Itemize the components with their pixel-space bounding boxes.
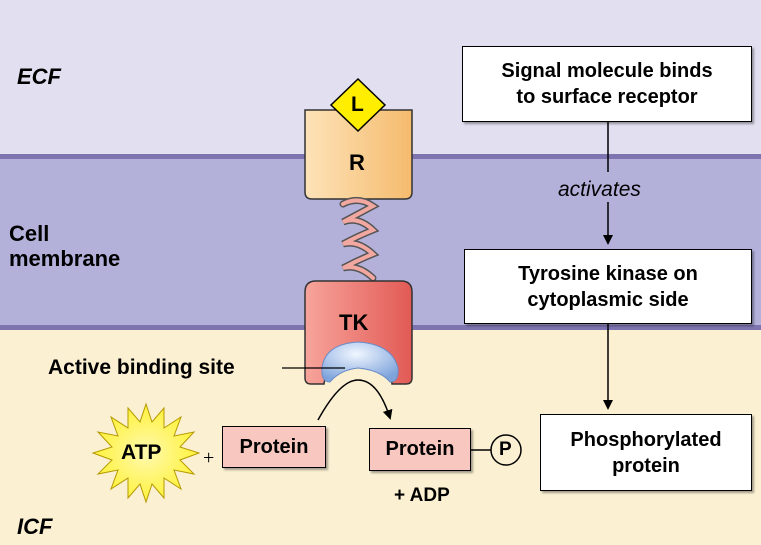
phosphate-circle xyxy=(490,434,522,466)
receptor-label: R xyxy=(349,150,365,175)
plus-sign: + xyxy=(203,447,215,469)
icf-label: ICF xyxy=(17,514,53,539)
protein-substrate-box: Protein xyxy=(222,426,326,468)
active-binding-site xyxy=(321,341,399,383)
membrane-label: Cell membrane xyxy=(9,221,120,272)
flow-box-signal-line1: Signal molecule binds xyxy=(501,60,713,82)
flow-box-phospho-line1: Phosphorylated xyxy=(570,428,722,451)
flow-box-phosphorylated-protein: Phosphorylated protein xyxy=(540,414,752,491)
adp-label: + ADP xyxy=(394,485,450,506)
protein-product-box: Protein xyxy=(369,428,471,471)
reaction-arrow xyxy=(317,379,393,421)
receptor-shape xyxy=(304,109,413,200)
atp-starburst xyxy=(91,402,201,504)
atp-label: ATP xyxy=(121,441,162,464)
flow-box-signal-binding: Signal molecule binds to surface recepto… xyxy=(462,46,752,122)
flow-box-kinase-line1: Tyrosine kinase on xyxy=(518,262,698,285)
ligand-diamond xyxy=(329,77,387,133)
flow-box-signal-line2: to surface receptor xyxy=(516,86,698,108)
flow-box-tyrosine-kinase: Tyrosine kinase on cytoplasmic side xyxy=(464,249,752,324)
flow-box-kinase-line2: cytoplasmic side xyxy=(527,288,689,311)
membrane-label-line2: membrane xyxy=(9,246,121,272)
phosphate-label: P xyxy=(499,439,512,460)
activates-label: activates xyxy=(558,178,641,201)
kinase-label: TK xyxy=(339,310,369,335)
ecf-label: ECF xyxy=(17,64,61,89)
ligand-label: L xyxy=(351,93,364,116)
membrane-label-line1: Cell xyxy=(9,221,50,246)
active-site-label: Active binding site xyxy=(48,356,235,379)
flow-box-phospho-line2: protein xyxy=(612,454,680,477)
